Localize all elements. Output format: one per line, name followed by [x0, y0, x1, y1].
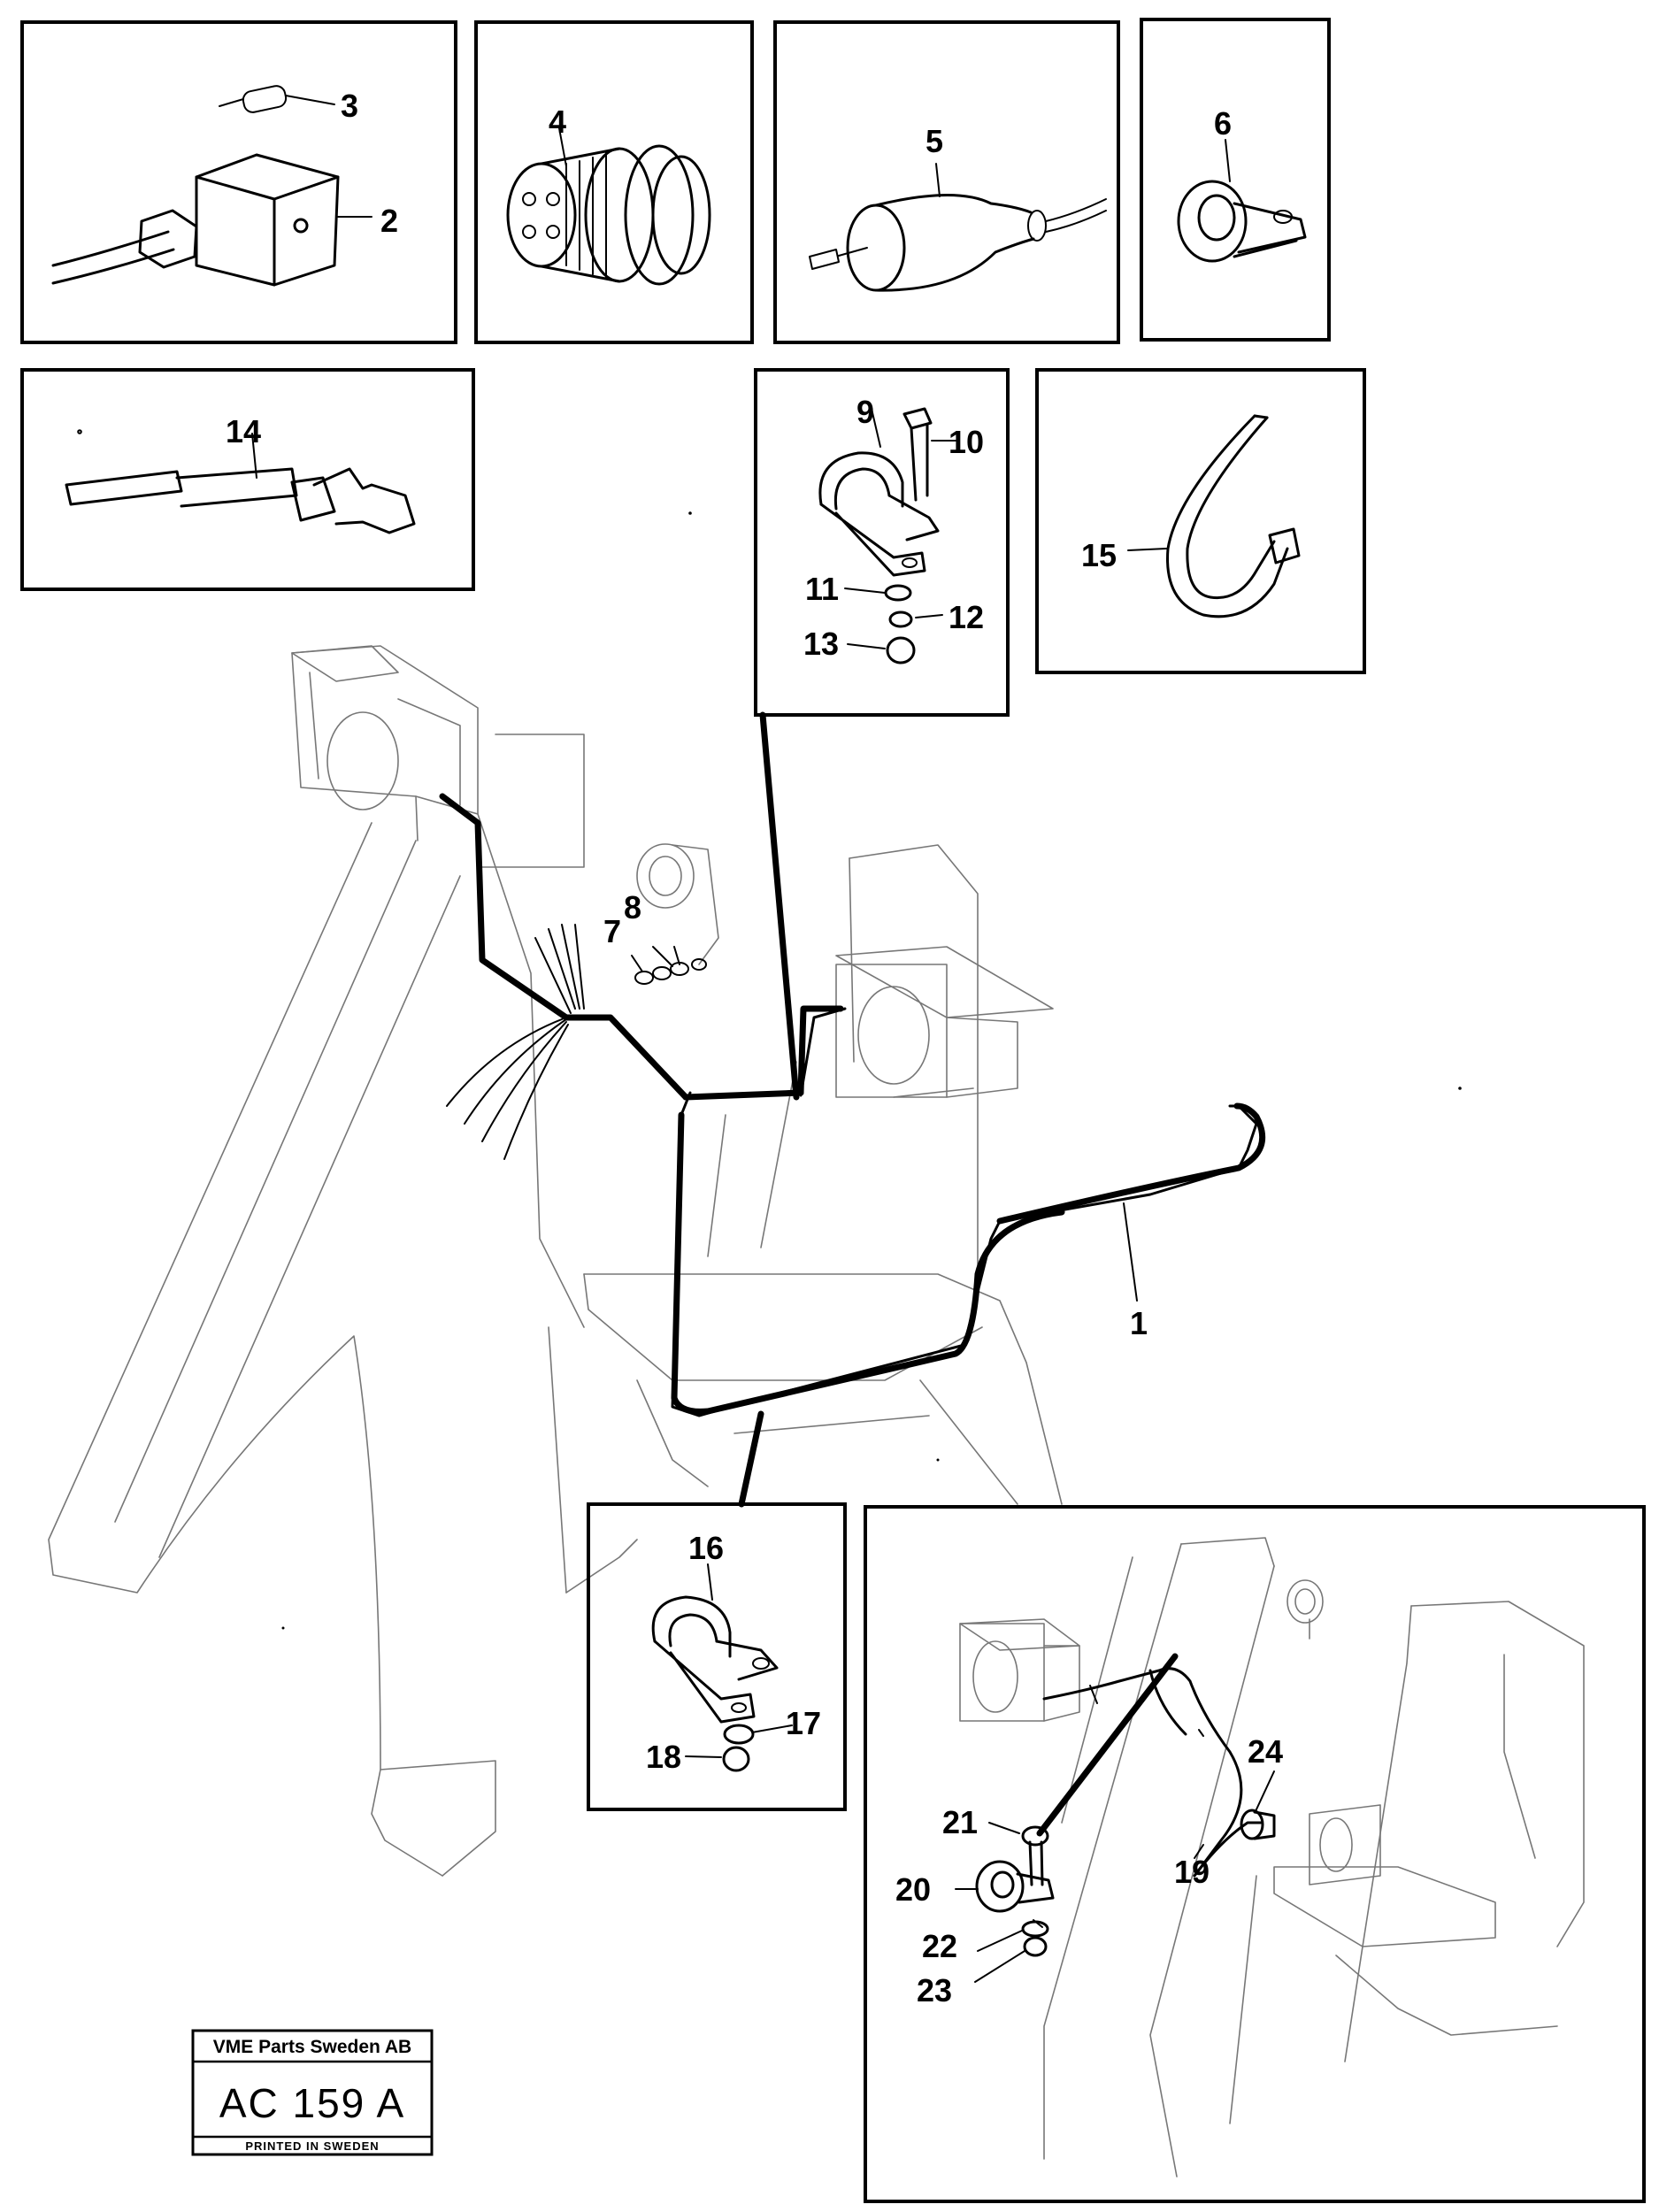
title-block-company: VME Parts Sweden AB: [213, 2037, 411, 2057]
detail-box-plug: [474, 20, 754, 344]
callout-6: 6: [1214, 105, 1232, 142]
callout-16: 16: [688, 1530, 724, 1566]
callout-13: 13: [803, 626, 839, 662]
title-block-code: AC 159 A: [219, 2080, 405, 2126]
scan-dot: [1458, 1087, 1462, 1090]
scan-dot: [936, 1458, 940, 1462]
detail-box-clamp-lower: [587, 1502, 847, 1811]
callout-7: 7: [603, 913, 621, 949]
detail-box-clamp: [754, 368, 1010, 717]
callout-19: 19: [1174, 1854, 1210, 1890]
callout-20: 20: [895, 1871, 931, 1908]
scan-dot: [688, 511, 692, 515]
title-block-footer: PRINTED IN SWEDEN: [245, 2139, 379, 2153]
callout-14: 14: [226, 413, 261, 449]
detail-box-connector: [20, 20, 457, 344]
detail-box-cable-tie: [1035, 368, 1366, 674]
callout-10: 10: [949, 424, 984, 460]
callout-9: 9: [856, 394, 874, 430]
callout-18: 18: [646, 1739, 681, 1775]
callout-23: 23: [917, 1972, 952, 2008]
title-block: [191, 2029, 434, 2156]
callout-1: 1: [1130, 1305, 1148, 1341]
callout-3: 3: [341, 88, 358, 124]
scan-dot: [281, 1626, 285, 1630]
callout-24: 24: [1248, 1733, 1283, 1770]
detail-box-lower-right: [864, 1505, 1646, 2203]
callout-8: 8: [624, 889, 641, 926]
detail-box-strap: [20, 368, 475, 591]
callout-21: 21: [942, 1804, 978, 1840]
detail-box-clip: [1140, 18, 1331, 342]
detail-box-terminal: [773, 20, 1120, 344]
callout-2: 2: [380, 203, 398, 239]
callout-5: 5: [926, 123, 943, 159]
callout-12: 12: [949, 599, 984, 635]
callout-4: 4: [549, 104, 566, 140]
main-assembly: [48, 645, 1266, 1877]
callout-15: 15: [1081, 537, 1117, 573]
callout-17: 17: [786, 1705, 821, 1741]
callout-11: 11: [805, 571, 839, 607]
callout-22: 22: [922, 1928, 957, 1964]
